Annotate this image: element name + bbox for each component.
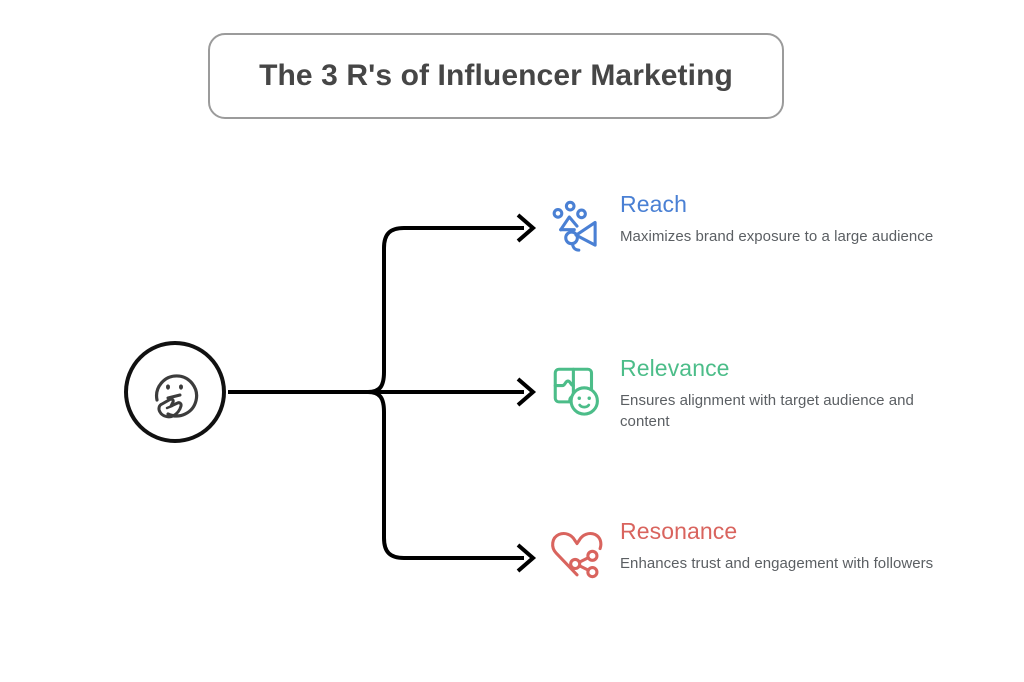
branch-reach-title: Reach [620, 191, 687, 217]
branch-reach[interactable]: Reach Maximizes brand exposure to a larg… [548, 190, 940, 256]
branch-relevance-body: Relevance Ensures alignment with target … [620, 354, 940, 432]
megaphone-audience-icon [552, 200, 597, 252]
diagram-title-box: The 3 R's of Influencer Marketing [208, 33, 784, 119]
page-title: The 3 R's of Influencer Marketing [259, 59, 733, 92]
arrowhead-relevance [516, 377, 537, 407]
puzzle-face-icon [553, 367, 599, 416]
branch-reach-body: Reach Maximizes brand exposure to a larg… [620, 190, 940, 247]
branch-resonance-title: Resonance [620, 518, 738, 544]
branch-relevance-description: Ensures alignment with target audience a… [620, 392, 914, 430]
connector-branch-resonance [367, 390, 524, 560]
root-node[interactable] [124, 341, 226, 443]
connector-branch-reach [367, 226, 524, 394]
heart-share-icon [551, 531, 603, 579]
root-node-circle [124, 341, 226, 443]
branch-relevance-title: Relevance [620, 355, 730, 381]
branch-relevance[interactable]: Relevance Ensures alignment with target … [548, 354, 940, 432]
arrowhead-reach [516, 213, 537, 243]
thinking-face-icon [154, 374, 199, 419]
branch-resonance-description: Enhances trust and engagement with follo… [620, 555, 934, 572]
branch-resonance[interactable]: Resonance Enhances trust and engagement … [548, 517, 940, 583]
arrowhead-resonance [516, 543, 537, 573]
branch-reach-description: Maximizes brand exposure to a large audi… [620, 228, 934, 245]
branch-resonance-body: Resonance Enhances trust and engagement … [620, 517, 940, 574]
